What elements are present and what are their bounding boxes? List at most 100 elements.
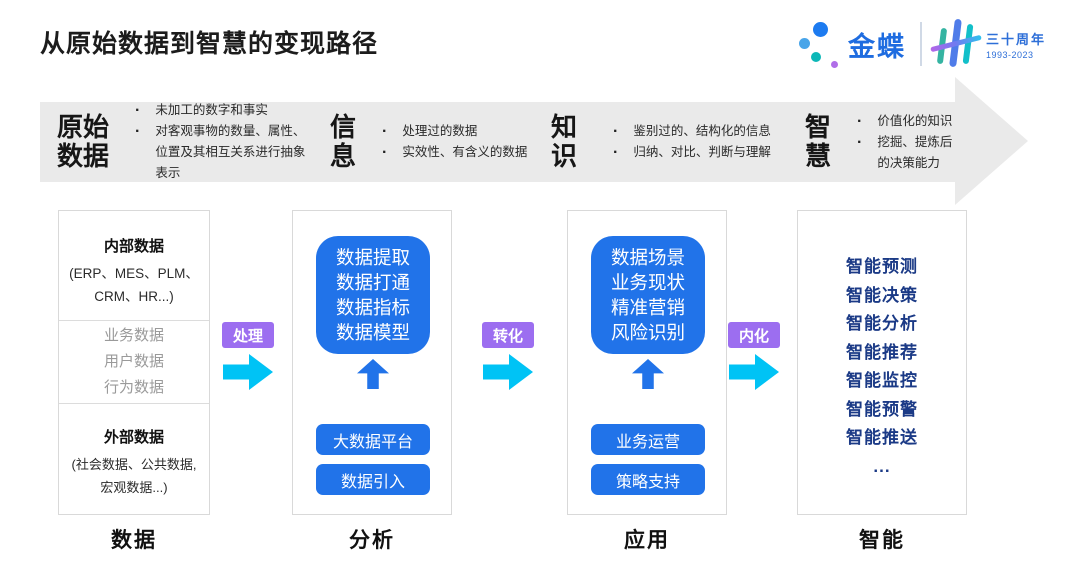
stage-bullets: · 未加工的数字和事实 · 对客观事物的数量、属性、位置及其相互关系进行抽象表示 <box>135 100 317 184</box>
external-data-section: 外部数据 (社会数据、公共数据, 宏观数据...) <box>59 404 209 514</box>
kingdee-logo: 金蝶 三十周年 1993-2023 <box>798 16 1046 72</box>
bullet-dot: · <box>382 144 388 161</box>
stage-label: 信 息 <box>330 113 356 171</box>
bullet-dot: · <box>382 123 388 140</box>
anniversary-label: 三十周年 <box>985 31 1046 47</box>
bullet-item: · 挖掘、提炼后的决策能力 <box>857 132 955 174</box>
bullet-dot: · <box>135 102 141 119</box>
stage-label-line: 数据 <box>57 141 110 171</box>
connector-tag: 处理 <box>222 322 274 348</box>
right-arrow-icon <box>223 354 273 390</box>
smart-item: 智能决策 <box>846 285 918 305</box>
right-arrow-icon <box>729 354 779 390</box>
analysis-capabilities-box: 数据提取 数据打通 数据指标 数据模型 <box>316 236 430 354</box>
kingdee-dots-icon <box>798 19 838 69</box>
bullet-dot: · <box>857 133 863 151</box>
smart-item: 智能分析 <box>846 314 918 333</box>
logo-divider <box>919 22 922 66</box>
bullet-dot: · <box>613 123 619 140</box>
stage-label-line: 原始 <box>57 112 110 142</box>
connector-tag: 内化 <box>728 322 780 348</box>
bullet-item: · 未加工的数字和事实 <box>135 100 317 121</box>
section-line: 用户数据 <box>103 353 164 370</box>
stage-label-line: 知 <box>551 112 578 142</box>
footer-label-intelligence: 智能 <box>859 529 905 552</box>
connector-transform: 转化 <box>482 322 534 390</box>
business-operation-label: 业务运营 <box>591 424 705 455</box>
bullet-dot: · <box>857 112 863 130</box>
column-analysis: 数据提取 数据打通 数据指标 数据模型 大数据平台 数据引入 <box>292 210 452 515</box>
stage-label-line: 智 <box>805 112 832 142</box>
capability-line: 数据指标 <box>335 297 410 318</box>
capability-line: 业务现状 <box>610 272 685 293</box>
anniversary-mark: 三十周年 1993-2023 <box>930 18 1046 70</box>
stage-label: 智 慧 <box>805 113 831 171</box>
smart-item: 智能预警 <box>846 399 918 419</box>
internal-data-section: 内部数据 (ERP、MES、PLM、 CRM、HR...) <box>59 211 209 321</box>
capability-line: 风险识别 <box>610 322 685 343</box>
up-arrow-icon <box>357 359 389 389</box>
bullet-dot: · <box>135 123 141 140</box>
section-line: 业务数据 <box>103 327 164 344</box>
section-line: 宏观数据...) <box>100 480 168 495</box>
right-arrow-icon <box>483 354 533 390</box>
section-heading: 内部数据 <box>103 238 164 255</box>
page-title: 从原始数据到智慧的变现路径 <box>40 30 379 58</box>
stage-bullets: · 价值化的知识 · 挖掘、提炼后的决策能力 <box>857 111 955 174</box>
banner-stage-raw-data: 原始 数据 · 未加工的数字和事实 · 对客观事物的数量、属性、位置及其相互关系… <box>57 102 317 182</box>
bullet-item: · 鉴别过的、结构化的信息 <box>613 121 771 142</box>
section-heading: 外部数据 <box>103 429 164 446</box>
stage-label-line: 信 <box>330 112 357 142</box>
bullet-item: · 处理过的数据 <box>382 121 527 142</box>
bullet-text: 归纳、对比、判断与理解 <box>633 145 771 159</box>
dot-azure <box>798 38 810 49</box>
stage-bullets: · 处理过的数据 · 实效性、有含义的数据 <box>382 121 527 163</box>
smart-item-ellipsis: ... <box>873 456 891 476</box>
footer-label-application: 应用 <box>624 529 670 552</box>
banner-stage-knowledge: 知 识 · 鉴别过的、结构化的信息 · 归纳、对比、判断与理解 <box>551 102 771 182</box>
bullet-text: 对客观事物的数量、属性、位置及其相互关系进行抽象表示 <box>155 124 306 180</box>
capability-line: 数据打通 <box>335 272 410 293</box>
banner-stage-information: 信 息 · 处理过的数据 · 实效性、有含义的数据 <box>330 102 527 182</box>
column-application: 数据场景 业务现状 精准营销 风险识别 业务运营 策略支持 <box>567 210 727 515</box>
banner-stage-wisdom: 智 慧 · 价值化的知识 · 挖掘、提炼后的决策能力 <box>805 102 955 182</box>
bullet-item: · 价值化的知识 <box>857 111 955 132</box>
bullet-item: · 归纳、对比、判断与理解 <box>613 142 771 163</box>
section-line: (社会数据、公共数据, <box>71 457 197 472</box>
stage-label: 知 识 <box>551 113 577 171</box>
section-line: CRM、HR...) <box>94 289 174 304</box>
strategy-support-label: 策略支持 <box>591 464 705 495</box>
stage-label-line: 息 <box>330 141 357 171</box>
bullet-item: · 对客观事物的数量、属性、位置及其相互关系进行抽象表示 <box>135 121 317 184</box>
section-line: 行为数据 <box>103 379 164 396</box>
big-data-platform-label: 大数据平台 <box>316 424 430 455</box>
dot-blue <box>812 22 828 37</box>
column-data: 内部数据 (ERP、MES、PLM、 CRM、HR...) 业务数据 用户数据 … <box>58 210 210 515</box>
bullet-text: 挖掘、提炼后的决策能力 <box>877 134 953 170</box>
footer-label-data: 数据 <box>111 529 157 552</box>
stage-label-line: 慧 <box>805 141 832 171</box>
capability-line: 精准营销 <box>610 297 685 318</box>
capability-line: 数据场景 <box>610 247 685 268</box>
thirty-years-icon <box>930 18 982 70</box>
capability-line: 数据模型 <box>335 322 410 343</box>
section-line: (ERP、MES、PLM、 <box>69 266 199 281</box>
bullet-item: · 实效性、有含义的数据 <box>382 142 527 163</box>
process-arrow-banner: 原始 数据 · 未加工的数字和事实 · 对客观事物的数量、属性、位置及其相互关系… <box>40 102 955 182</box>
stage-label-line: 识 <box>551 141 578 171</box>
up-arrow-icon <box>632 359 664 389</box>
data-import-label: 数据引入 <box>316 464 430 495</box>
application-scenarios-box: 数据场景 业务现状 精准营销 风险识别 <box>591 236 705 354</box>
footer-label-analysis: 分析 <box>349 529 395 552</box>
anniversary-years: 1993-2023 <box>985 49 1034 60</box>
smart-item: 智能推送 <box>846 428 918 447</box>
capability-line: 数据提取 <box>335 247 410 268</box>
column-intelligence: 智能预测 智能决策 智能分析 智能推荐 智能监控 智能预警 智能推送 ... <box>797 210 967 515</box>
stage-label: 原始 数据 <box>57 113 109 171</box>
bullet-dot: · <box>613 144 619 161</box>
bullet-text: 未加工的数字和事实 <box>155 103 268 117</box>
stage-bullets: · 鉴别过的、结构化的信息 · 归纳、对比、判断与理解 <box>613 121 771 163</box>
smart-item: 智能预测 <box>846 257 918 276</box>
connector-internalize: 内化 <box>728 322 780 390</box>
